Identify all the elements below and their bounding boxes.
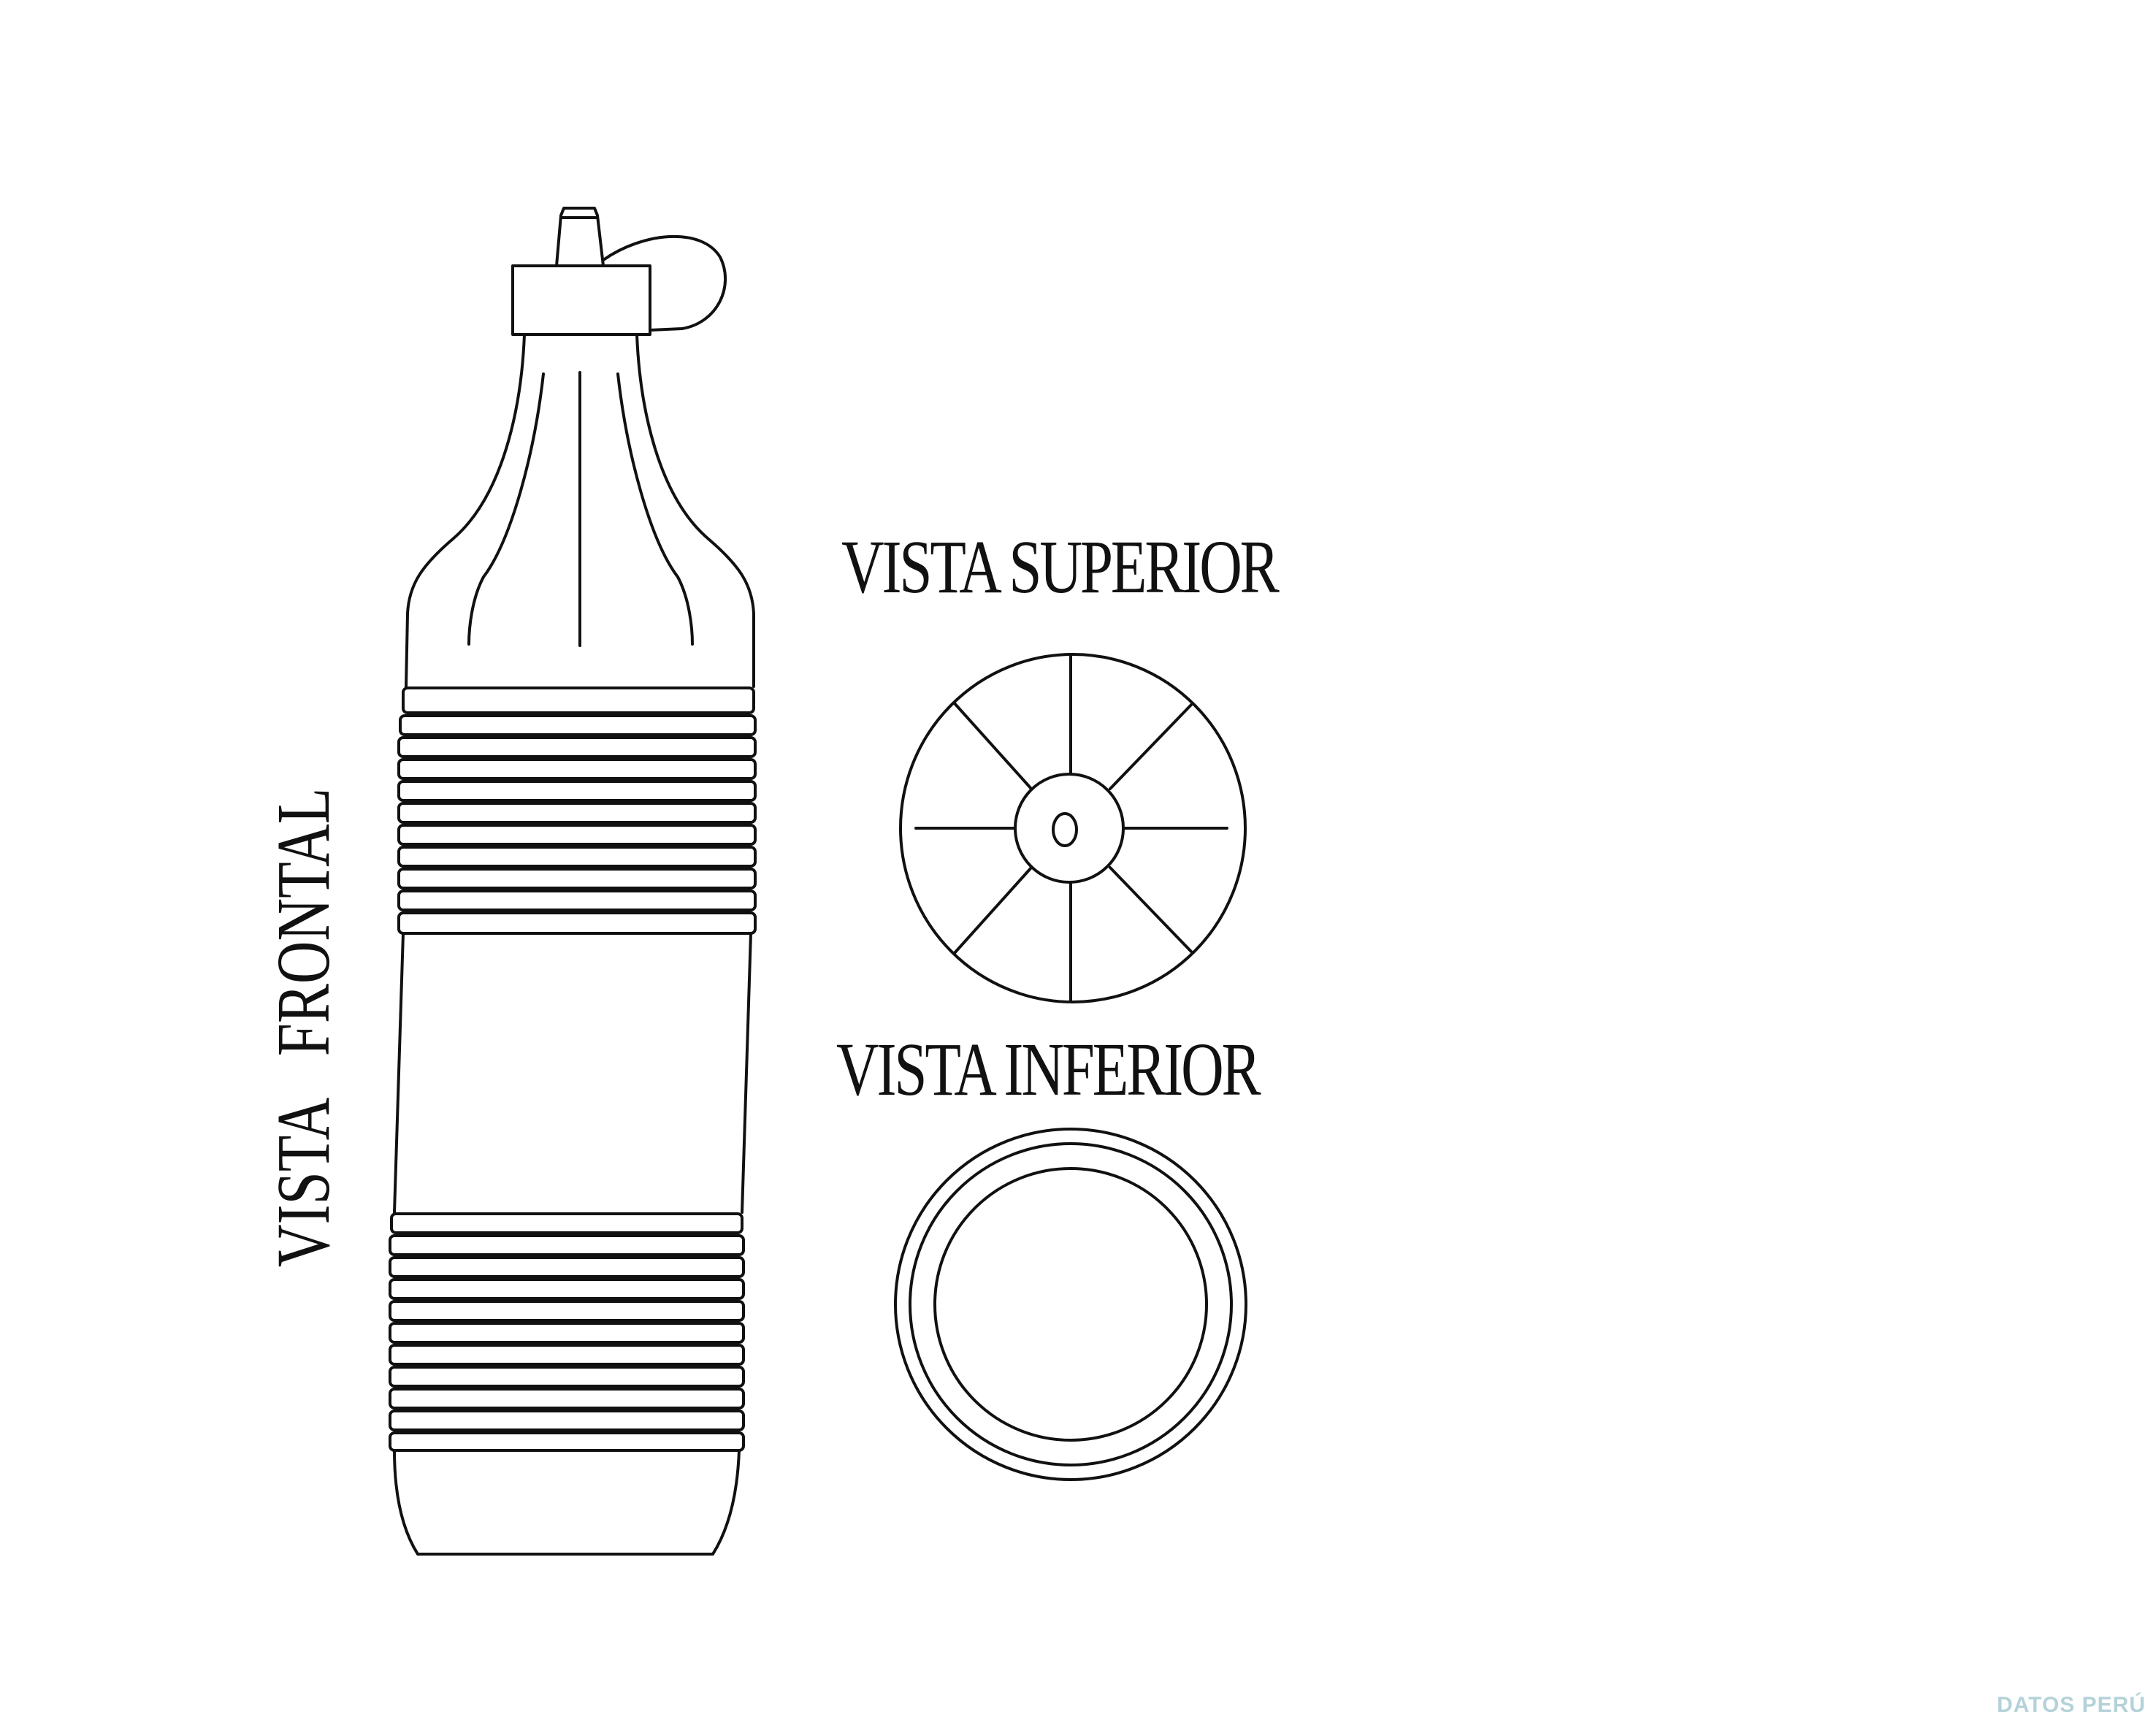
bottle-cap [511,264,651,336]
bottle-front-view [389,207,757,1556]
bottom-view-rim [909,1142,1233,1466]
front-view-label: VISTA FRONTAL [261,787,345,1267]
bottle-lower-ribs [389,1212,745,1452]
watermark: DATOS PERÚ [1997,1693,2146,1717]
bottom-view-inner-circle [933,1167,1208,1442]
bottle-nozzle [555,207,605,267]
top-view-label: VISTA SUPERIOR [841,525,1280,609]
bottom-view-outer-circle [894,1128,1247,1481]
bottle-base [393,1449,741,1556]
top-view-drawing [899,653,1247,1003]
bottom-view-label: VISTA INFERIOR [836,1028,1261,1112]
bottle-label-area [393,932,752,1214]
bottle-shoulder [405,333,755,688]
bottle-cap-tether [602,234,727,332]
top-view-inner-ring [1014,773,1125,884]
bottle-upper-ribs [397,686,757,935]
top-view-outer-circle [899,653,1247,1003]
top-view-nozzle-hole [1052,812,1078,847]
bottom-view-drawing [894,1128,1247,1481]
